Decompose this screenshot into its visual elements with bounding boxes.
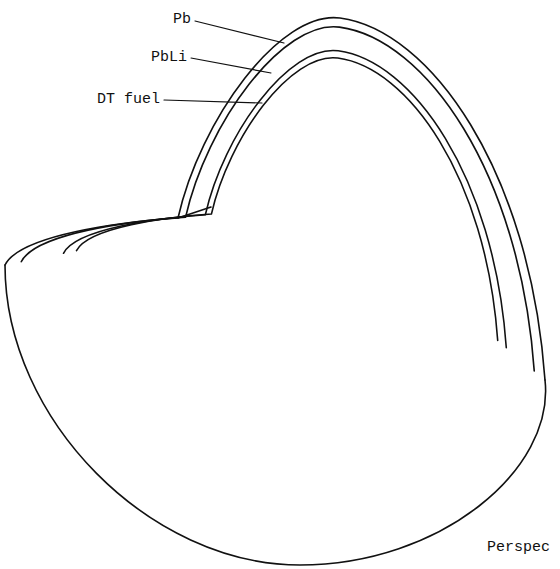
part-label: PbLi xyxy=(150,50,188,66)
pb-pbli-boundary xyxy=(21,27,534,371)
pbli-fuel-boundary xyxy=(63,50,506,347)
sphere-outline xyxy=(5,265,546,565)
leader-line xyxy=(195,21,284,43)
fuel-inner-boundary xyxy=(77,58,498,341)
leader-line xyxy=(164,100,262,103)
part-label: Pb xyxy=(172,12,192,28)
part-label: Perspec xyxy=(486,540,551,556)
leader-line xyxy=(191,58,271,73)
cut-edge xyxy=(178,207,211,218)
outer-pb-surface xyxy=(5,18,545,380)
part-label: DT fuel xyxy=(96,92,161,108)
